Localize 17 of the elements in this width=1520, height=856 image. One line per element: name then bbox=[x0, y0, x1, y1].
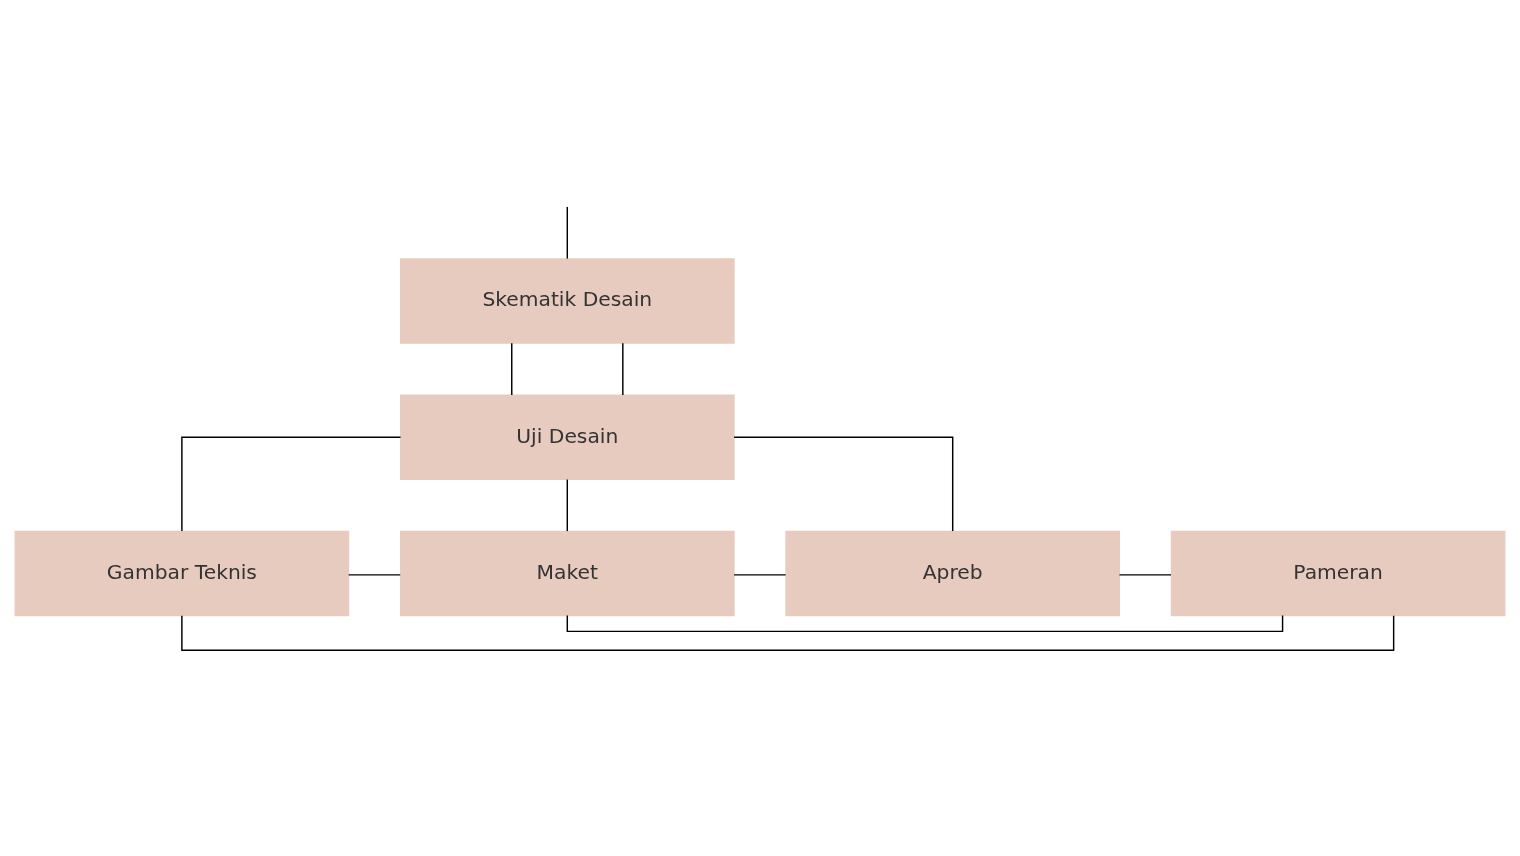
connector bbox=[566, 614, 1284, 633]
node-box: Maket bbox=[399, 530, 735, 617]
connector bbox=[181, 615, 1395, 651]
connector bbox=[511, 342, 513, 396]
connector bbox=[733, 574, 787, 576]
connector bbox=[733, 436, 954, 532]
connector bbox=[622, 342, 624, 396]
node-box: Gambar Teknis bbox=[14, 530, 350, 617]
node-box: Apreb bbox=[785, 530, 1121, 617]
node-box: Pameran bbox=[1170, 530, 1506, 617]
connector bbox=[1118, 574, 1172, 576]
connector bbox=[566, 478, 569, 532]
connector bbox=[181, 436, 402, 532]
connector bbox=[347, 574, 401, 576]
connector bbox=[566, 206, 569, 260]
node-box: Skematik Desain bbox=[399, 258, 735, 344]
node-box: Uji Desain bbox=[399, 394, 735, 480]
